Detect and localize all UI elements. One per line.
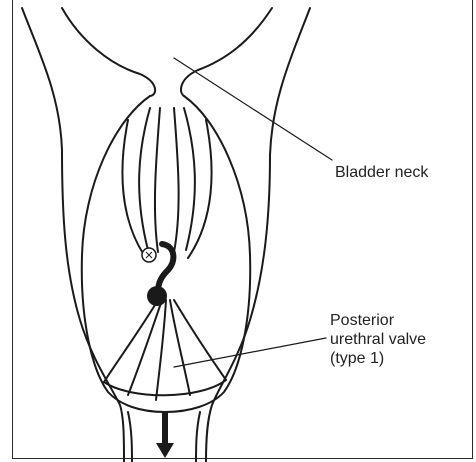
label-bladder-neck: Bladder neck <box>335 163 428 182</box>
label-posterior-urethral-valve: Posterior urethral valve (type 1) <box>330 311 426 368</box>
valve-fold-2 <box>128 300 162 395</box>
verumontanum-large <box>147 286 167 306</box>
valve-base <box>104 380 226 395</box>
label-valve-line-2: urethral valve <box>330 330 426 349</box>
urethra-wall-left <box>128 412 132 462</box>
valve-fold-5 <box>174 300 226 380</box>
label-valve-line-3: (type 1) <box>330 349 426 368</box>
label-valve-line-1: Posterior <box>330 311 426 330</box>
fibre-2 <box>184 108 195 250</box>
bladder-upper-contour <box>62 8 155 96</box>
urethra-wall-right <box>196 412 200 462</box>
inner-capsule <box>82 96 250 412</box>
fibre-4 <box>174 108 179 252</box>
catheter-tube <box>158 244 173 292</box>
valve-fold-1 <box>104 300 158 382</box>
valve-fold-4 <box>170 300 190 395</box>
bladder-upper-contour-right <box>181 8 272 96</box>
fibre-3 <box>155 108 160 252</box>
flow-arrow-icon <box>156 412 174 458</box>
leader-line-valve <box>174 338 326 367</box>
fibre-1 <box>139 108 150 250</box>
